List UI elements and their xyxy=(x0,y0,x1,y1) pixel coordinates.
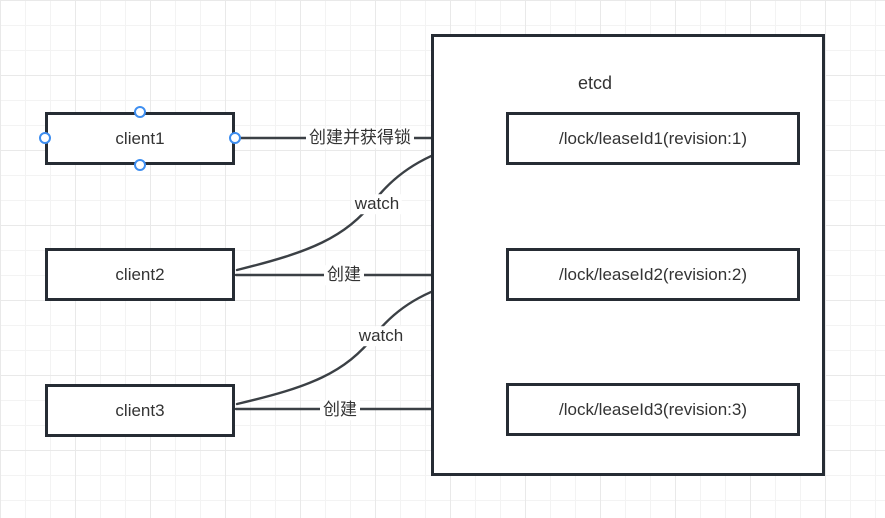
selection-handle-top[interactable] xyxy=(134,106,146,118)
selection-handle-right[interactable] xyxy=(229,132,241,144)
node-lease1-label: /lock/leaseId1(revision:1) xyxy=(558,128,748,148)
node-client2[interactable]: client2 xyxy=(45,248,235,301)
node-client1[interactable]: client1 xyxy=(45,112,235,165)
selection-handle-left[interactable] xyxy=(39,132,51,144)
node-client3[interactable]: client3 xyxy=(45,384,235,437)
selection-handle-bottom[interactable] xyxy=(134,159,146,171)
node-client1-label: client1 xyxy=(115,128,165,148)
edge-label-create-2[interactable]: 创建 xyxy=(324,265,364,285)
node-lease1[interactable]: /lock/leaseId1(revision:1) xyxy=(506,112,800,165)
edge-label-watch-1[interactable]: watch xyxy=(351,194,403,214)
node-lease2[interactable]: /lock/leaseId2(revision:2) xyxy=(506,248,800,301)
node-lease3[interactable]: /lock/leaseId3(revision:3) xyxy=(506,383,800,436)
node-lease2-label: /lock/leaseId2(revision:2) xyxy=(558,264,748,284)
edge-label-watch-2[interactable]: watch xyxy=(355,326,407,346)
etcd-title: etcd xyxy=(577,73,613,93)
node-client3-label: client3 xyxy=(115,400,165,420)
node-lease3-label: /lock/leaseId3(revision:3) xyxy=(558,399,748,419)
node-client2-label: client2 xyxy=(115,264,165,284)
edge-label-create-3[interactable]: 创建 xyxy=(320,400,360,420)
edge-label-create-acquire-lock[interactable]: 创建并获得锁 xyxy=(306,128,414,148)
